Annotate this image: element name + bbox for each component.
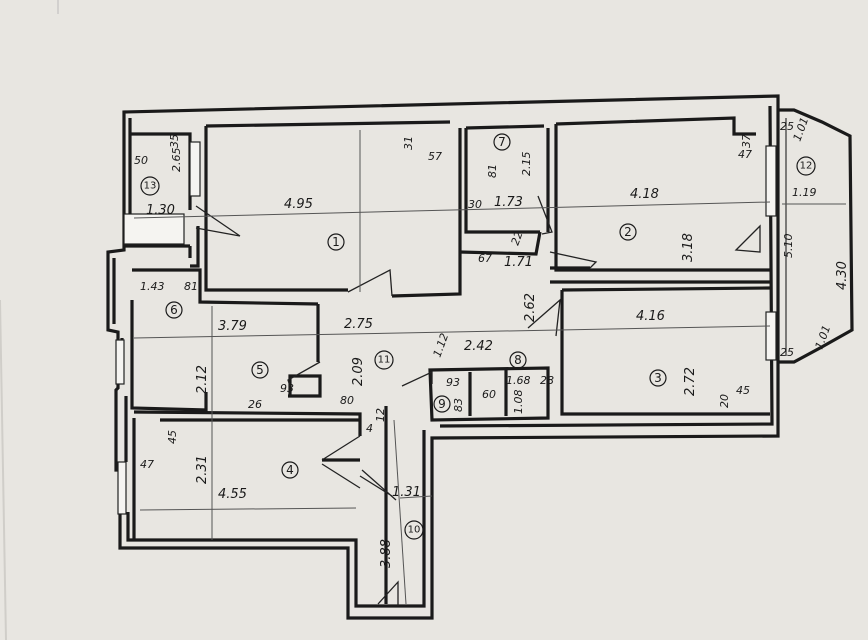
dim-r3-width: 2.72: [683, 367, 698, 396]
room-3-circle: [649, 369, 667, 387]
dim-r4-length: 4.55: [218, 487, 247, 502]
dim-r7-81: 81: [486, 164, 499, 178]
dim-r10-length: 3.88: [379, 539, 394, 568]
dim-r12-510: 5.10: [782, 234, 795, 259]
dim-r8-28: 28: [540, 374, 554, 387]
dim-r7-171: 1.71: [504, 255, 533, 270]
dim-r11-262: 2.62: [523, 293, 538, 322]
dim-r11-width: 2.09: [351, 357, 366, 386]
dim-r11-80: 80: [340, 394, 354, 407]
room-11-number: 11: [378, 355, 391, 366]
room-6-circle: [165, 301, 183, 319]
dim-r9-93: 93: [446, 376, 460, 389]
dim-r12-25-bottom: 25: [780, 346, 794, 359]
dim-r13-130: 1.30: [146, 203, 175, 218]
dim-r1-57: 57: [428, 150, 442, 163]
dim-r12-430: 4.30: [835, 261, 850, 290]
dim-r1-31: 31: [402, 136, 415, 150]
room-2-number: 2: [624, 225, 632, 239]
dim-r11-242: 2.42: [464, 339, 493, 354]
dim-r3-length: 4.16: [636, 309, 665, 324]
dim-r3-45: 45: [736, 384, 750, 397]
room-6-number: 6: [170, 303, 178, 317]
window-room-5: [115, 339, 125, 385]
dim-r9-83: 83: [452, 398, 465, 412]
dim-r2-width: 3.18: [681, 233, 696, 262]
room-1-circle: [327, 233, 345, 251]
room-4-number: 4: [286, 463, 294, 477]
paper-edge: [0, 299, 7, 640]
room-7-number: 7: [498, 135, 506, 149]
dim-r3-20: 20: [718, 394, 731, 408]
room-8-circle: [509, 351, 527, 369]
room-5-number: 5: [256, 363, 264, 377]
dim-r5-26: 26: [248, 398, 262, 411]
room-11-circle: [374, 350, 394, 370]
room-10-number: 10: [408, 525, 421, 536]
dim-r7-30: 30: [468, 198, 482, 211]
dim-r4-45: 45: [166, 430, 179, 444]
dim-r11-length: 2.75: [344, 317, 373, 332]
dim-r8-168: 1.68: [506, 374, 531, 387]
window-room-3: [765, 311, 777, 361]
window-room-13: [123, 213, 185, 245]
dim-r7-22: 22: [509, 229, 526, 247]
room-13-circle: [140, 176, 160, 196]
dim-r5-93: 93: [280, 382, 294, 395]
room-4-circle: [281, 461, 299, 479]
dimension-lines: [133, 130, 771, 605]
dim-r7-215: 2.15: [520, 152, 533, 177]
dim-r5-length: 3.79: [218, 319, 247, 334]
dim-r13-265: 2.65: [170, 148, 183, 173]
dim-r6-143: 1.43: [140, 280, 165, 293]
dim-r11-12: 12: [374, 408, 387, 422]
room-13-number: 13: [144, 181, 157, 192]
dim-r13-35: 35: [168, 134, 181, 148]
dim-r1-length: 4.95: [284, 197, 313, 212]
room-1-number: 1: [332, 235, 340, 249]
interior-walls: [130, 116, 771, 604]
dim-r2-47: 47: [738, 148, 752, 161]
balcony-room-12: [778, 108, 854, 364]
room-3-number: 3: [654, 371, 662, 385]
room-12-number: 12: [800, 161, 813, 172]
room-7-circle: [493, 133, 511, 151]
window-room-4: [117, 461, 127, 515]
dim-r13-50: 50: [134, 154, 148, 167]
dim-r6-81: 81: [184, 280, 198, 293]
dim-r2-37: 37: [740, 134, 753, 148]
window-room-1: [189, 141, 201, 197]
windows: [115, 141, 777, 515]
dim-r7-173: 1.73: [494, 195, 523, 210]
dim-r4-47: 47: [140, 458, 154, 471]
room-2-circle: [619, 223, 637, 241]
room-5-circle: [251, 361, 269, 379]
dim-r12-119: 1.19: [792, 186, 817, 199]
dim-r12-25-top: 25: [780, 120, 794, 133]
dim-r8-108: 1.08: [512, 390, 525, 415]
room-labels: 1 2 3 4 5 6 7 8 9 10 11 12 13: [140, 133, 816, 540]
doors: [195, 195, 761, 606]
dim-r2-length: 4.18: [630, 187, 659, 202]
dimension-labels: 4.95 31 57 50 2.65 35 1.30 81 2.15 30 1.…: [134, 116, 850, 568]
dim-r5-width: 2.12: [195, 365, 210, 394]
dim-r11-4: 4: [366, 422, 373, 435]
room-8-number: 8: [514, 353, 522, 367]
room-9-circle: [433, 395, 451, 413]
dim-r4-width: 2.31: [195, 455, 210, 484]
window-room-2: [765, 145, 777, 217]
room-9-number: 9: [438, 397, 446, 411]
dim-r7-67: 67: [478, 252, 492, 265]
room-10-circle: [404, 520, 424, 540]
dim-r9-60: 60: [482, 388, 496, 401]
dim-r10-width: 1.31: [392, 485, 421, 500]
room-12-circle: [796, 156, 816, 176]
